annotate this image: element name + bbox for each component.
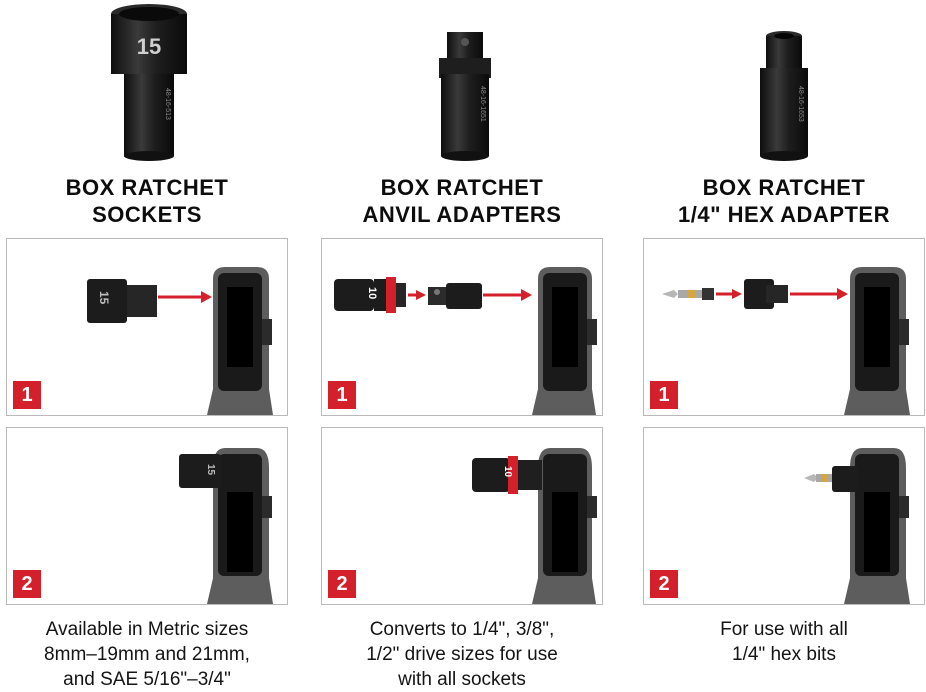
step-badge: 1 (328, 381, 356, 409)
hero-size-label: 15 (137, 34, 161, 59)
caption-line: with all sockets (398, 669, 526, 690)
hero-engraving: 48-16-1651 (479, 86, 486, 122)
hero-engraving: 48-16-1653 (797, 86, 804, 122)
step-illustration: 15 (87, 267, 273, 415)
step-illustration (804, 448, 910, 604)
column-box-ratchet-sockets: 15 48-16-513 BOX RATCHET SOCKETS 15 1 (6, 0, 288, 692)
step-illustration (662, 267, 910, 415)
title-line: SOCKETS (92, 202, 202, 227)
step-panel-1: 10 1 (321, 238, 603, 416)
caption-line: Available in Metric sizes (45, 619, 249, 640)
title-line: ANVIL ADAPTERS (362, 202, 562, 227)
column-title: BOX RATCHET ANVIL ADAPTERS (321, 174, 603, 228)
step-panel-2: 15 2 (6, 427, 288, 605)
column-title: BOX RATCHET SOCKETS (6, 174, 288, 228)
step-illustration: 15 (179, 448, 273, 604)
step-illustration: 10 (472, 448, 597, 604)
socket-size-label: 10 (366, 287, 378, 299)
title-line: BOX RATCHET (702, 175, 866, 200)
caption: Converts to 1/4", 3/8", 1/2" drive sizes… (313, 617, 611, 692)
caption-line: For use with all (720, 619, 848, 640)
step-badge: 1 (13, 381, 41, 409)
step-badge: 2 (13, 570, 41, 598)
step-badge: 1 (650, 381, 678, 409)
socket-hero-image: 15 48-16-513 (111, 4, 187, 161)
step-badge: 2 (650, 570, 678, 598)
hero-engraving: 48-16-513 (164, 88, 171, 120)
step-illustration: 10 (334, 267, 597, 415)
caption: For use with all 1/4" hex bits (635, 617, 926, 667)
socket-size-label: 15 (205, 464, 216, 476)
title-line: 1/4" HEX ADAPTER (678, 202, 890, 227)
title-line: BOX RATCHET (380, 175, 544, 200)
step-badge: 2 (328, 570, 356, 598)
caption-line: 1/2" drive sizes for use (366, 644, 558, 665)
socket-size-label: 10 (502, 466, 513, 478)
caption-line: Converts to 1/4", 3/8", (369, 619, 555, 640)
title-line: BOX RATCHET (65, 175, 229, 200)
step-panel-1: 15 1 (6, 238, 288, 416)
column-hex-adapter: 48-16-1653 BOX RATCHET 1/4" HEX ADAPTER … (643, 0, 925, 692)
caption-line: 1/4" hex bits (732, 644, 836, 665)
caption: Available in Metric sizes 8mm–19mm and 2… (0, 617, 296, 692)
step-panel-2: 2 (643, 427, 925, 605)
step-panel-2: 10 2 (321, 427, 603, 605)
caption-line: 8mm–19mm and 21mm, (44, 644, 250, 665)
hex-adapter-hero-image: 48-16-1653 (760, 31, 808, 161)
socket-size-label: 15 (97, 291, 111, 305)
caption-line: and SAE 5/16"–3/4" (63, 669, 231, 690)
column-title: BOX RATCHET 1/4" HEX ADAPTER (643, 174, 925, 228)
column-anvil-adapters: 48-16-1651 BOX RATCHET ANVIL ADAPTERS 10 (321, 0, 603, 692)
anvil-adapter-hero-image: 48-16-1651 (439, 32, 491, 161)
step-panel-1: 1 (643, 238, 925, 416)
